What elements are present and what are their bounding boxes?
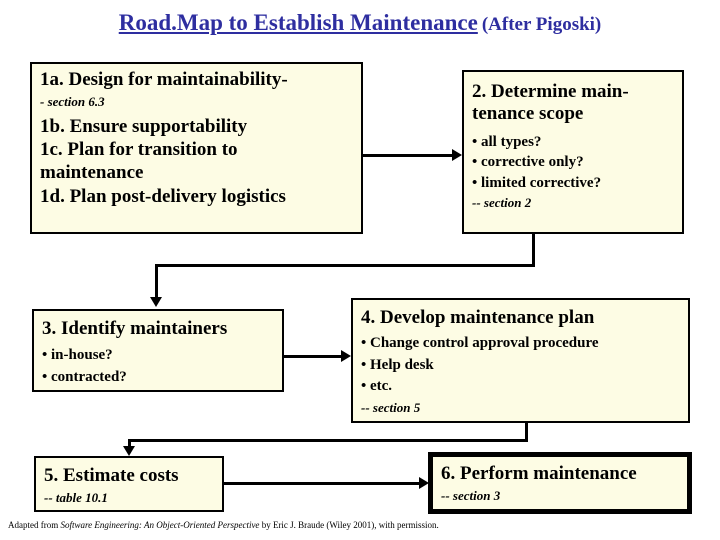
connector-box1-to-box2-line	[363, 154, 453, 157]
box4-bullet-1: • Help desk	[361, 356, 434, 373]
box6-head: 6. Perform maintenance	[441, 463, 637, 484]
box2-bullet-1: • corrective only?	[472, 154, 584, 171]
box1-line2: 1b. Ensure supportability	[40, 115, 248, 137]
box1-line1: 1a. Design for maintainability-	[40, 69, 288, 90]
box2-head2: tenance scope	[472, 103, 584, 125]
page-title: Road.Map to Establish Maintenance(After …	[0, 10, 720, 36]
connector-box5-to-box6-arrowhead	[419, 477, 429, 489]
connector-box2-to-box3-seg-down	[532, 234, 535, 267]
box-identify-maintainers[interactable]: 3. Identify maintainers • in-house? • co…	[32, 309, 284, 392]
connector-box4-to-box5-arrowhead	[123, 446, 135, 456]
box3-bullet-0: • in-house?	[42, 347, 113, 364]
box-estimate-costs[interactable]: 5. Estimate costs -- table 10.1	[34, 456, 224, 512]
box3-bullet-1: • contracted?	[42, 368, 127, 385]
connector-box4-to-box5-seg-down	[525, 423, 528, 442]
connector-box2-to-box3-seg-down2	[155, 264, 158, 299]
box2-head1: 2. Determine main-	[472, 81, 629, 102]
page-title-attribution: (After Pigoski)	[481, 14, 602, 35]
box2-bullet-2: • limited corrective?	[472, 174, 602, 191]
box4-bullet-2: • etc.	[361, 378, 393, 395]
box1-line5: 1d. Plan post-delivery logistics	[40, 185, 286, 207]
footer-pre: Adapted from	[8, 520, 61, 530]
box5-head: 5. Estimate costs	[44, 465, 179, 486]
box2-bullet-0: • all types?	[472, 133, 542, 150]
box-develop-maintenance-plan[interactable]: 4. Develop maintenance plan • Change con…	[351, 298, 690, 423]
connector-box3-to-box4-line	[284, 355, 342, 358]
connector-box5-to-box6-line	[224, 482, 420, 485]
connector-box3-to-box4-arrowhead	[341, 350, 351, 362]
box1-line4: maintenance	[40, 162, 144, 184]
box-determine-maintenance-scope[interactable]: 2. Determine main- tenance scope • all t…	[462, 70, 684, 234]
box6-section: -- section 3	[441, 488, 501, 504]
box3-head: 3. Identify maintainers	[42, 318, 228, 339]
box2-section: -- section 2	[472, 195, 532, 211]
box4-head: 4. Develop maintenance plan	[361, 307, 595, 328]
page-title-main: Road.Map to Establish Maintenance	[118, 10, 478, 35]
box5-section: -- table 10.1	[44, 490, 108, 506]
connector-box2-to-box3-seg-left	[155, 264, 535, 267]
connector-box1-to-box2-arrowhead	[452, 149, 462, 161]
box1-line3: 1c. Plan for transition to	[40, 139, 238, 161]
box4-bullet-0: • Change control approval procedure	[361, 335, 599, 352]
box4-section: -- section 5	[361, 400, 421, 416]
connector-box4-to-box5-seg-left	[128, 439, 528, 442]
box1-section: - section 6.3	[40, 94, 105, 110]
footer-book-title: Software Engineering: An Object-Oriented…	[60, 520, 260, 530]
connector-box4-to-box5-seg-down2	[128, 439, 131, 449]
box-perform-maintenance[interactable]: 6. Perform maintenance -- section 3	[428, 452, 692, 514]
connector-box2-to-box3-arrowhead	[150, 297, 162, 307]
footer-post: by Eric J. Braude (Wiley 2001), with per…	[259, 520, 439, 530]
box-design-for-maintainability[interactable]: 1a. Design for maintainability- - sectio…	[30, 62, 363, 234]
source-attribution: Adapted from Software Engineering: An Ob…	[8, 520, 439, 530]
